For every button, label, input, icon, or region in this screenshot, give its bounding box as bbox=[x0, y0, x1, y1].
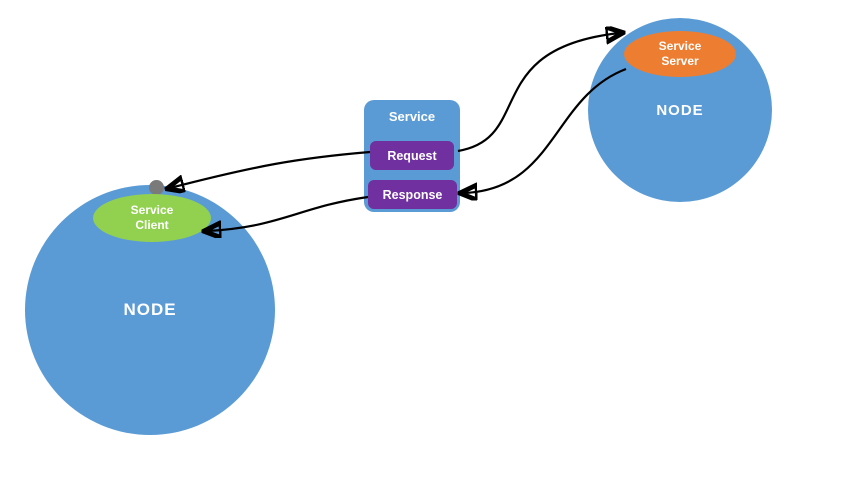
server-node-label: NODE bbox=[656, 101, 704, 119]
request-label: Request bbox=[387, 148, 437, 163]
service-title: Service bbox=[388, 109, 436, 124]
response-box: Response bbox=[368, 180, 457, 209]
request-box: Request bbox=[370, 141, 454, 170]
response-label: Response bbox=[382, 187, 443, 202]
service-server-label-line2: Server bbox=[661, 54, 699, 68]
service-client-label-line1: Service bbox=[130, 203, 174, 217]
connection-dot bbox=[149, 180, 164, 195]
service-client-label-line2: Client bbox=[135, 218, 169, 232]
service-server-ellipse: Service Server bbox=[624, 31, 736, 77]
service-server-label-line1: Service bbox=[658, 39, 702, 53]
client-node-label: NODE bbox=[123, 300, 177, 319]
request-to-client-dot-arrow bbox=[170, 150, 371, 188]
service-client-ellipse: Service Client bbox=[93, 194, 211, 242]
